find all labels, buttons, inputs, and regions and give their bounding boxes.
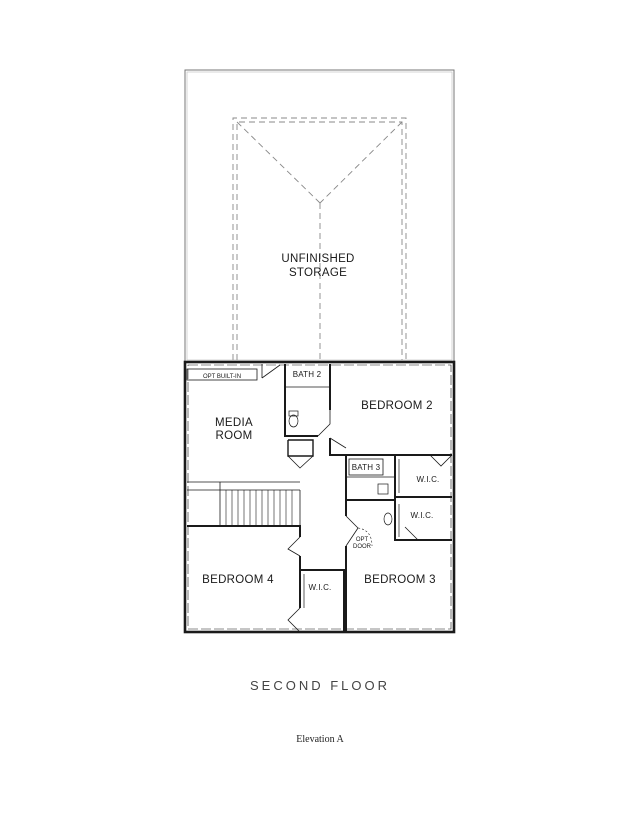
wic-bedroom3-label: W.I.C. <box>411 511 434 520</box>
media-room-label-line2: ROOM <box>216 430 253 442</box>
room-labels: UNFINISHED STORAGE OPT BUILT-IN BATH 2 B… <box>202 253 439 592</box>
bedroom4-label: BEDROOM 4 <box>202 574 274 586</box>
roof-outline-dashed <box>232 117 407 360</box>
storage-label-line2: STORAGE <box>289 267 347 279</box>
storage-label-line1: UNFINISHED <box>281 253 354 265</box>
bath3-label: BATH 3 <box>352 463 381 472</box>
storage-area <box>184 69 455 363</box>
staircase <box>187 481 301 527</box>
opt-door-label-line1: OPT <box>356 537 369 543</box>
wic-bedroom4-label: W.I.C. <box>309 583 332 592</box>
bath2-label: BATH 2 <box>293 370 322 379</box>
elevation-label: Elevation A <box>296 734 344 745</box>
opt-door-label-line2: DOOR <box>353 544 372 550</box>
opt-built-in-label: OPT BUILT-IN <box>203 374 241 380</box>
interior-walls <box>186 364 453 633</box>
bedroom2-label: BEDROOM 2 <box>361 400 433 412</box>
media-room-label-line1: MEDIA <box>215 417 253 429</box>
stair-treads <box>225 490 293 526</box>
floor-title: SECOND FLOOR <box>249 678 390 693</box>
wic-bedroom2-label: W.I.C. <box>417 475 440 484</box>
bedroom3-label: BEDROOM 3 <box>364 574 436 586</box>
